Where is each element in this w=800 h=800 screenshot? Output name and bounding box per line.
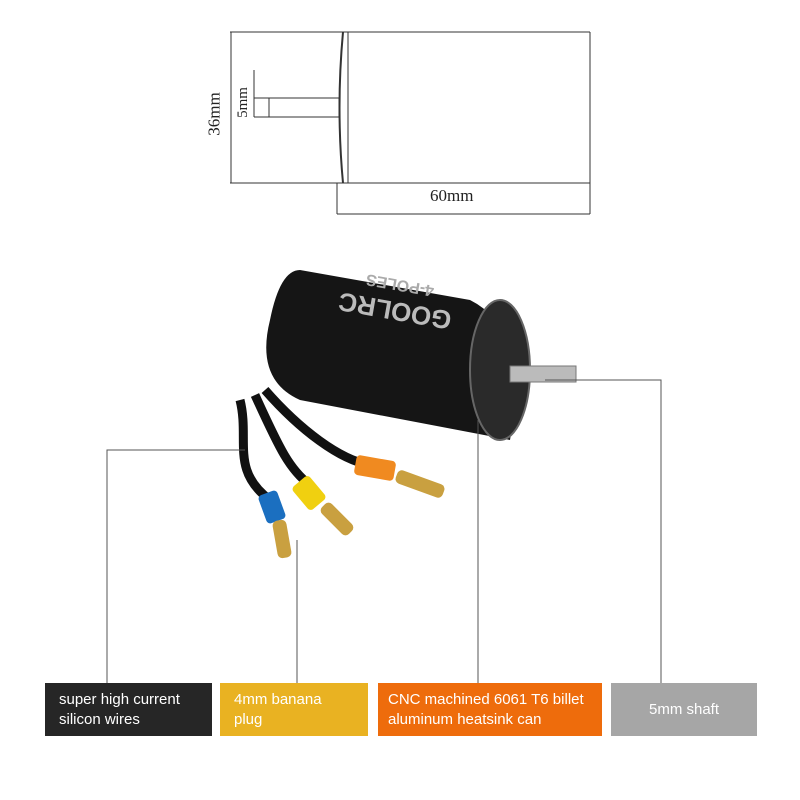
label-text: CNC machined 6061 T6 billet — [388, 690, 584, 708]
feature-label-can: CNC machined 6061 T6 billet aluminum hea… — [378, 683, 602, 736]
label-text: super high current — [59, 690, 180, 708]
feature-label-shaft: 5mm shaft — [611, 683, 757, 736]
feature-label-wires: super high current silicon wires — [45, 683, 212, 736]
motor-photo: GOOLRC 4-POLES — [235, 270, 577, 559]
feature-label-plug: 4mm banana plug — [220, 683, 368, 736]
label-text: aluminum heatsink can — [388, 710, 542, 728]
label-text: 4mm banana plug — [234, 690, 322, 728]
label-text: 5mm shaft — [648, 700, 720, 718]
motor-front-face — [338, 31, 344, 184]
shaft-drawing — [268, 97, 340, 118]
height-dimension-label: 36mm — [204, 92, 224, 136]
length-dimension-label: 60mm — [430, 186, 474, 205]
label-text: silicon wires — [59, 710, 140, 728]
leader-lines — [106, 379, 662, 683]
shaft-dimension-label: 5mm — [234, 87, 251, 118]
